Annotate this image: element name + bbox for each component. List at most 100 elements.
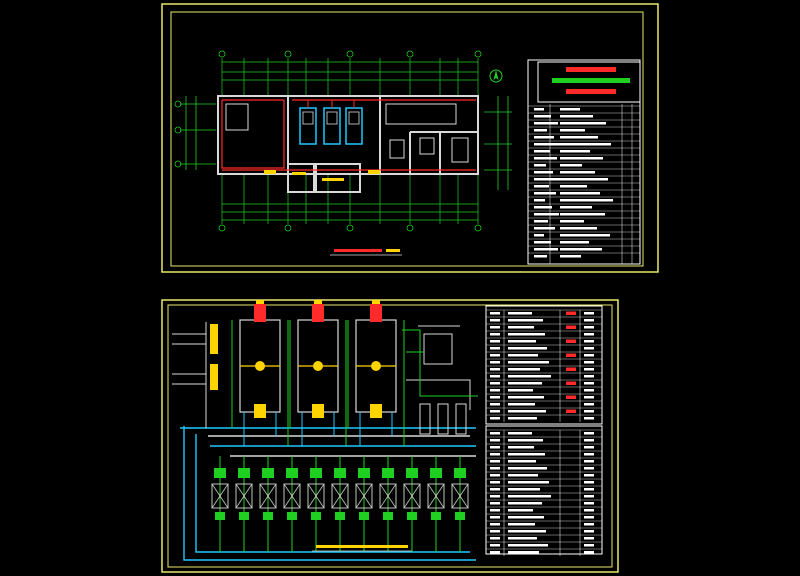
pump-valve bbox=[214, 468, 226, 478]
pump-valve bbox=[358, 468, 370, 478]
legend-row-text bbox=[534, 185, 549, 188]
legend-row-text bbox=[560, 227, 597, 230]
pump-body bbox=[283, 483, 301, 509]
sheet-floor-plan bbox=[161, 3, 659, 273]
legend-row-text bbox=[560, 192, 600, 195]
pump-valve bbox=[263, 512, 273, 520]
legend-row-text bbox=[560, 199, 613, 202]
table-cell-text bbox=[490, 333, 500, 336]
table-cell-text bbox=[490, 544, 500, 547]
right-dimension-lines bbox=[484, 96, 512, 190]
table-cell-text bbox=[584, 509, 594, 512]
legend-row-text bbox=[560, 157, 603, 160]
pump-valve bbox=[406, 468, 418, 478]
table-cell-text bbox=[490, 347, 500, 350]
system-equipment-table-bottom bbox=[485, 425, 603, 556]
table-cell-text bbox=[490, 382, 500, 385]
legend-row-text bbox=[560, 248, 602, 251]
legend-bar-2 bbox=[552, 78, 630, 83]
table-cell-text bbox=[584, 403, 594, 406]
table-cell-text bbox=[490, 375, 500, 378]
inlet-heaters bbox=[210, 324, 218, 390]
table-cell-text bbox=[508, 516, 544, 519]
axis-bubble bbox=[174, 126, 182, 134]
plan-boiler-group bbox=[299, 100, 363, 145]
system-title bbox=[312, 545, 412, 552]
table-cell-text bbox=[584, 354, 594, 357]
axis-bubble bbox=[284, 224, 292, 232]
legend-row-text bbox=[560, 164, 582, 167]
table-cell-text bbox=[490, 488, 500, 491]
table-cell-text bbox=[508, 368, 540, 371]
table-cell-text bbox=[490, 326, 500, 329]
table-cell-text bbox=[584, 523, 594, 526]
table-cell-text bbox=[584, 439, 594, 442]
table-cell-text bbox=[584, 460, 594, 463]
pump-cross bbox=[283, 483, 301, 509]
boiler-bottom-valve bbox=[370, 404, 382, 418]
table-cell-text bbox=[584, 382, 594, 385]
legend-row-text bbox=[560, 178, 608, 181]
boiler-bottom-valve bbox=[254, 404, 266, 418]
table-cell-text bbox=[584, 516, 594, 519]
table-cell-text bbox=[508, 481, 549, 484]
sheet2-frame-outer bbox=[161, 299, 619, 573]
table-cell-text bbox=[490, 481, 500, 484]
pump-body bbox=[235, 483, 253, 509]
legend-row-text bbox=[560, 241, 589, 244]
boiler-cap bbox=[314, 300, 322, 304]
pump-valve bbox=[359, 512, 369, 520]
legend-row-text bbox=[534, 199, 545, 202]
legend-row-text bbox=[560, 150, 590, 153]
table-cell-text bbox=[584, 417, 594, 420]
legend-row-text bbox=[534, 241, 551, 244]
plan-boiler bbox=[345, 107, 363, 145]
bottom-dimension-lines bbox=[221, 174, 479, 224]
legend-row-text bbox=[560, 255, 581, 258]
boiler-cap bbox=[256, 300, 264, 304]
axis-bubble bbox=[284, 50, 292, 58]
legend-row-text bbox=[560, 171, 595, 174]
table-cell-text bbox=[490, 523, 500, 526]
axis-bubble bbox=[474, 50, 482, 58]
pump-valve bbox=[407, 512, 417, 520]
plan-boiler-burner bbox=[302, 111, 314, 125]
table-cell-text bbox=[508, 460, 536, 463]
table-cell-text bbox=[508, 333, 545, 336]
pump-body bbox=[355, 483, 373, 509]
table-cell-marker bbox=[566, 367, 576, 371]
table-cell-text bbox=[490, 439, 500, 442]
axis-bubbles bbox=[174, 50, 482, 232]
table-cell-text bbox=[508, 474, 538, 477]
pump-cross bbox=[403, 483, 421, 509]
sheet-frame-inner bbox=[170, 11, 644, 267]
plan-title bbox=[330, 249, 402, 256]
table-cell-text bbox=[508, 354, 538, 357]
table-cell-text bbox=[508, 544, 548, 547]
pump-valve bbox=[238, 468, 250, 478]
pump-valve-row bbox=[211, 456, 469, 552]
table-cell-text bbox=[508, 495, 551, 498]
legend-bar-1 bbox=[566, 67, 616, 72]
pump-body bbox=[307, 483, 325, 509]
table-cell-marker bbox=[566, 339, 576, 343]
legend-row-text bbox=[534, 227, 555, 230]
table-cell-text bbox=[508, 551, 539, 554]
table-cell-text bbox=[490, 361, 500, 364]
table-cell-text bbox=[490, 410, 500, 413]
pump-valve bbox=[215, 512, 225, 520]
table-cell-text bbox=[584, 312, 594, 315]
legend-row-text bbox=[534, 122, 558, 125]
table-cell-text bbox=[584, 453, 594, 456]
pump-valve bbox=[455, 512, 465, 520]
pump-cross bbox=[451, 483, 469, 509]
legend-row-text bbox=[560, 206, 592, 209]
table-cell-text bbox=[508, 432, 532, 435]
table-cell-text bbox=[508, 417, 537, 420]
table-cell-text bbox=[490, 509, 500, 512]
table-cell-marker bbox=[566, 311, 576, 315]
legend-row-text bbox=[534, 150, 550, 153]
legend-row-text bbox=[534, 171, 553, 174]
table-cell-text bbox=[490, 467, 500, 470]
